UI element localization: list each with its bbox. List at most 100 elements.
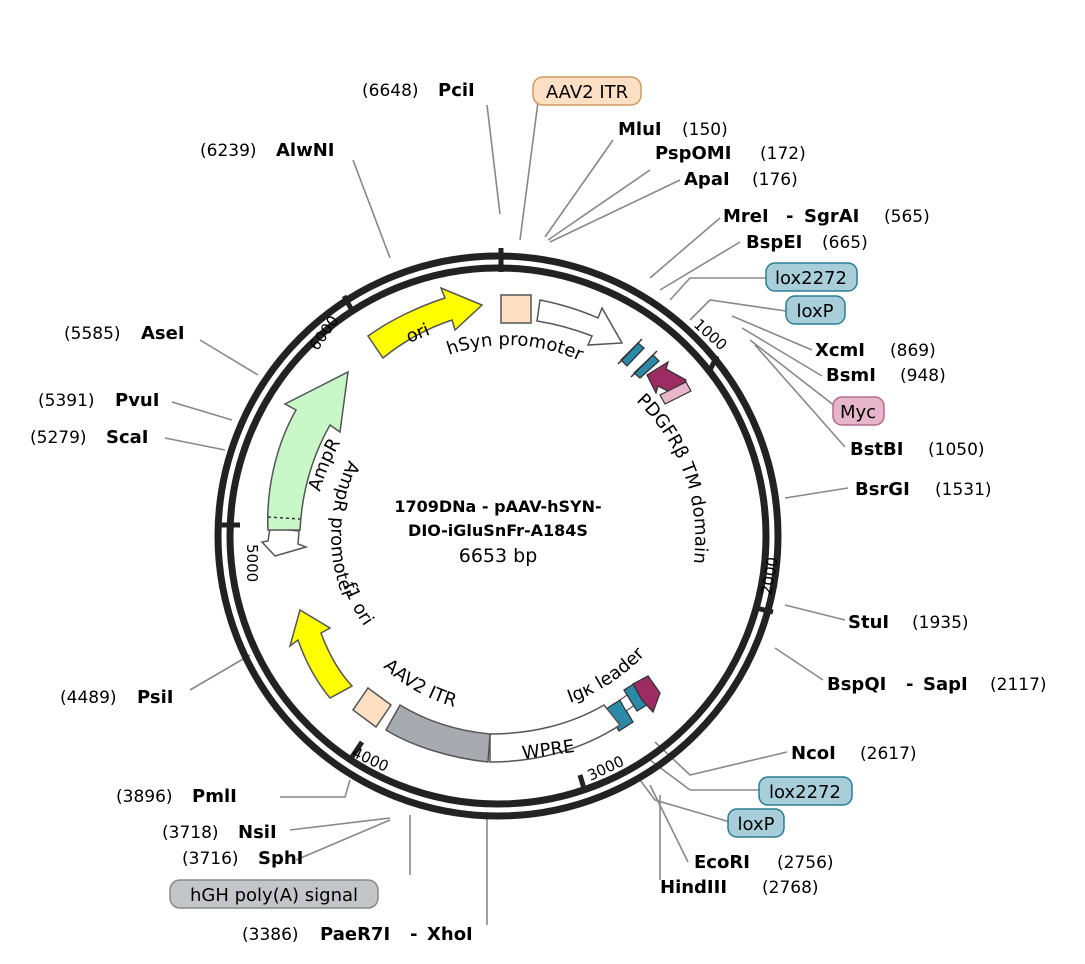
site-ncoi[interactable]: NcoI (2617) xyxy=(791,743,917,764)
svg-text:PsiI: PsiI xyxy=(137,687,173,708)
svg-text:PvuI: PvuI xyxy=(115,390,159,411)
site-mlui[interactable]: MluI (150) xyxy=(618,119,728,140)
site-asei[interactable]: (5585) AseI xyxy=(64,323,185,344)
site-hindiii[interactable]: HindIII (2768) xyxy=(660,877,819,898)
svg-text:(5391): (5391) xyxy=(38,391,95,411)
svg-text:(172): (172) xyxy=(760,144,806,164)
site-bspei[interactable]: BspEI (665) xyxy=(746,232,868,253)
svg-text:BsmI: BsmI xyxy=(826,365,876,386)
chip-loxp-top[interactable]: loxP xyxy=(785,295,846,325)
svg-text:BspQI: BspQI xyxy=(827,674,886,695)
site-sphi[interactable]: (3716) SphI xyxy=(182,848,303,869)
svg-text:lox2272: lox2272 xyxy=(769,782,841,803)
svg-text:-: - xyxy=(410,924,417,945)
plasmid-name-line2: DIO-iGluSnFr-A184S xyxy=(408,521,588,540)
site-bsmi[interactable]: BsmI (948) xyxy=(826,365,946,386)
site-pcii[interactable]: (6648) PciI xyxy=(362,80,475,101)
svg-text:(3896): (3896) xyxy=(116,787,173,807)
chip-loxp-bottom[interactable]: loxP xyxy=(727,808,785,838)
site-bstbi[interactable]: BstBI (1050) xyxy=(850,439,985,460)
svg-text:(2617): (2617) xyxy=(860,744,917,764)
svg-text:HindIII: HindIII xyxy=(660,877,727,898)
svg-text:(665): (665) xyxy=(822,233,868,253)
site-bsrgi[interactable]: BsrGI (1531) xyxy=(855,479,992,500)
svg-text:(2756): (2756) xyxy=(777,853,834,873)
chip-myc[interactable]: Myc xyxy=(832,396,885,426)
svg-text:ApaI: ApaI xyxy=(684,169,730,190)
svg-text:AlwNI: AlwNI xyxy=(276,140,335,161)
svg-text:SapI: SapI xyxy=(923,674,968,695)
aav2-itr-bottom-label: AAV2 ITR xyxy=(380,655,459,712)
backbone-ring xyxy=(214,252,782,820)
svg-text:SgrAI: SgrAI xyxy=(804,206,859,227)
lox-sites-top[interactable] xyxy=(617,338,660,379)
svg-text:XcmI: XcmI xyxy=(815,340,865,361)
svg-text:MreI: MreI xyxy=(723,206,769,227)
tick-marks xyxy=(220,248,774,793)
svg-text:(2768): (2768) xyxy=(762,878,819,898)
svg-text:MluI: MluI xyxy=(618,119,662,140)
svg-text:SphI: SphI xyxy=(258,848,303,869)
svg-text:(4489): (4489) xyxy=(60,688,117,708)
svg-text:ScaI: ScaI xyxy=(106,427,148,448)
site-scai[interactable]: (5279) ScaI xyxy=(30,427,148,448)
tick-label-5000: 5000 xyxy=(243,544,261,582)
svg-text:(6648): (6648) xyxy=(362,81,419,101)
f1-ori-feature[interactable]: f1 ori xyxy=(288,579,378,699)
site-stui[interactable]: StuI (1935) xyxy=(848,612,969,633)
pdgfrb-label: PDGFRβ TM domain xyxy=(632,390,711,565)
svg-text:PspOMI: PspOMI xyxy=(655,143,731,164)
site-ecori[interactable]: EcoRI (2756) xyxy=(694,852,834,873)
svg-text:NsiI: NsiI xyxy=(238,822,277,843)
svg-text:PaeR7I: PaeR7I xyxy=(320,924,390,945)
site-pspomi[interactable]: PspOMI (172) xyxy=(655,143,806,164)
svg-text:(5585): (5585) xyxy=(64,324,121,344)
svg-text:(176): (176) xyxy=(752,170,798,190)
site-apai[interactable]: ApaI (176) xyxy=(684,169,798,190)
site-pmli[interactable]: (3896) PmlI xyxy=(116,786,237,807)
wpre-feature[interactable]: WPRE xyxy=(489,704,622,764)
chip-hgh-polya[interactable]: hGH poly(A) signal xyxy=(169,879,379,909)
svg-text:(3718): (3718) xyxy=(162,823,219,843)
svg-text:(3716): (3716) xyxy=(182,849,239,869)
svg-text:loxP: loxP xyxy=(738,814,775,835)
svg-text:PmlI: PmlI xyxy=(192,786,237,807)
svg-text:(948): (948) xyxy=(900,366,946,386)
svg-text:-: - xyxy=(906,674,913,695)
site-bspqi-sapi[interactable]: BspQI - SapI (2117) xyxy=(827,674,1047,695)
svg-text:-: - xyxy=(786,206,793,227)
svg-text:StuI: StuI xyxy=(848,612,889,633)
chip-lox2272-bottom[interactable]: lox2272 xyxy=(758,776,853,806)
chip-lox2272-top[interactable]: lox2272 xyxy=(765,262,858,292)
svg-text:BstBI: BstBI xyxy=(850,439,903,460)
chip-aav2-itr-top[interactable]: AAV2 ITR xyxy=(532,76,642,106)
hgh-polya-feature[interactable] xyxy=(384,703,491,763)
site-paer7i-xhoi[interactable]: (3386) PaeR7I - XhoI xyxy=(242,924,473,945)
site-nsii[interactable]: (3718) NsiI xyxy=(162,822,277,843)
svg-text:(6239): (6239) xyxy=(200,141,257,161)
svg-text:AAV2 ITR: AAV2 ITR xyxy=(546,82,628,103)
site-alwni[interactable]: (6239) AlwNI xyxy=(200,140,335,161)
svg-text:loxP: loxP xyxy=(797,301,834,322)
leader-lines xyxy=(164,101,849,925)
plasmid-title: 1709DNa - pAAV-hSYN- DIO-iGluSnFr-A184S … xyxy=(394,497,601,567)
site-psii[interactable]: (4489) PsiI xyxy=(60,687,173,708)
svg-text:NcoI: NcoI xyxy=(791,743,836,764)
svg-text:PciI: PciI xyxy=(438,80,475,101)
site-pvui[interactable]: (5391) PvuI xyxy=(38,390,159,411)
svg-text:(565): (565) xyxy=(884,207,930,227)
site-xcmi[interactable]: XcmI (869) xyxy=(815,340,936,361)
svg-text:AseI: AseI xyxy=(141,323,185,344)
hsyn-promoter-label: hSyn promoter xyxy=(444,329,587,366)
site-mrei-sgrai[interactable]: MreI - SgrAI (565) xyxy=(723,206,930,227)
pdgfrb-feature[interactable]: PDGFRβ TM domain xyxy=(632,360,711,565)
svg-text:BsrGI: BsrGI xyxy=(855,479,910,500)
svg-text:(2117): (2117) xyxy=(990,675,1047,695)
svg-text:XhoI: XhoI xyxy=(427,924,473,945)
svg-text:(869): (869) xyxy=(890,341,936,361)
aav2-itr-top-box[interactable] xyxy=(500,294,532,324)
svg-text:lox2272: lox2272 xyxy=(775,268,847,289)
svg-text:Myc: Myc xyxy=(840,402,876,423)
svg-text:(5279): (5279) xyxy=(30,428,87,448)
